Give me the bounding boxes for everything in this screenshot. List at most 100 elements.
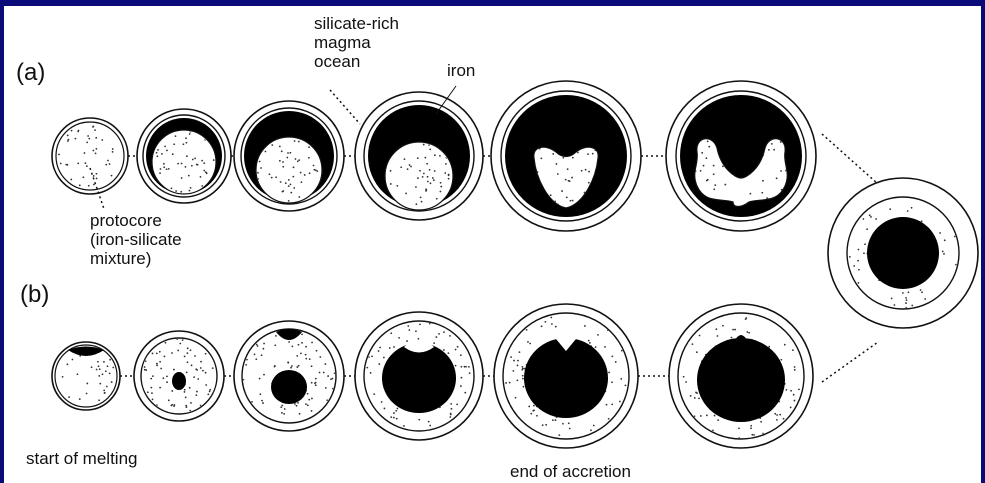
speckle-dot [405, 193, 407, 195]
speckle-dot [87, 135, 89, 137]
speckle-dot [144, 366, 146, 368]
speckle-dot [290, 152, 292, 154]
speckle-dot [189, 133, 191, 135]
speckle-dot [750, 425, 752, 427]
speckle-dot [390, 170, 392, 172]
speckle-dot [776, 414, 778, 416]
speckle-dot [180, 191, 182, 193]
speckle-dot [776, 177, 778, 179]
speckle-dot [423, 173, 425, 175]
speckle-dot [285, 182, 287, 184]
speckle-dot [907, 210, 909, 212]
speckle-dot [551, 323, 553, 325]
speckle-dot [297, 160, 299, 162]
speckle-dot [287, 152, 289, 154]
speckle-dot [597, 334, 599, 336]
speckle-dot [905, 297, 907, 299]
speckle-dot [557, 173, 559, 175]
speckle-dot [849, 256, 851, 258]
speckle-dot [308, 399, 310, 401]
speckle-dot [432, 177, 434, 179]
speckle-dot [512, 370, 514, 372]
speckle-dot [162, 377, 164, 379]
speckle-dot [323, 372, 325, 374]
speckle-dot [604, 346, 606, 348]
speckle-dot [99, 383, 101, 385]
speckle-dot [435, 336, 437, 338]
speckle-dot [156, 152, 158, 154]
speckle-dot [584, 325, 586, 327]
speckle-dot [773, 149, 775, 151]
speckle-dot [281, 412, 283, 414]
speckle-dot [700, 415, 702, 417]
speckle-dot [164, 145, 166, 147]
speckle-dot [707, 179, 709, 181]
speckle-dot [193, 376, 195, 378]
speckle-dot [197, 378, 199, 380]
iron-core [867, 217, 939, 289]
speckle-dot [562, 157, 564, 159]
speckle-dot [713, 173, 715, 175]
speckle-dot [615, 361, 617, 363]
speckle-dot [205, 372, 207, 374]
speckle-dot [152, 375, 154, 377]
speckle-dot [58, 154, 60, 156]
speckle-dot [173, 143, 175, 145]
speckle-dot [611, 403, 613, 405]
speckle-dot [279, 146, 281, 148]
speckle-dot [168, 399, 170, 401]
a-stage-1 [52, 118, 128, 194]
a-stage-6 [666, 81, 816, 231]
speckle-dot [77, 163, 79, 165]
speckle-dot [419, 170, 421, 172]
speckle-dot [566, 197, 568, 199]
speckle-dot [109, 163, 111, 165]
speckle-dot [456, 403, 458, 405]
speckle-dot [107, 160, 109, 162]
speckle-dot [156, 353, 158, 355]
speckle-dot [750, 427, 752, 429]
speckle-dot [393, 346, 395, 348]
speckle-dot [448, 178, 450, 180]
diagram-panel: (a) (b) silicate-rich magma ocean iron p… [4, 6, 981, 483]
speckle-dot [794, 366, 796, 368]
speckle-dot [911, 305, 913, 307]
speckle-dot [205, 384, 207, 386]
speckle-dot [84, 152, 86, 154]
speckle-dot [101, 139, 103, 141]
speckle-dot [284, 408, 286, 410]
speckle-dot [920, 289, 922, 291]
speckle-dot [66, 164, 68, 166]
speckle-dot [97, 361, 99, 363]
speckle-dot [71, 130, 73, 132]
panel-a-label: (a) [16, 60, 45, 86]
speckle-dot [325, 387, 327, 389]
speckle-dot [166, 375, 168, 377]
speckle-dot [189, 387, 191, 389]
a-stage-2 [137, 109, 231, 203]
speckle-dot [533, 405, 535, 407]
speckle-dot [152, 398, 154, 400]
speckle-dot [175, 190, 177, 192]
speckle-dot [544, 321, 546, 323]
speckle-dot [327, 375, 329, 377]
speckle-dot [517, 365, 519, 367]
iron-label: iron [447, 61, 475, 80]
speckle-dot [156, 155, 158, 157]
speckle-dot [163, 163, 165, 165]
speckle-dot [550, 317, 552, 319]
speckle-dot [171, 404, 173, 406]
speckle-dot [429, 148, 431, 150]
speckle-dot [103, 361, 105, 363]
speckle-dot [315, 169, 317, 171]
speckle-dot [257, 172, 259, 174]
speckle-dot [150, 378, 152, 380]
speckle-dot [395, 410, 397, 412]
speckle-dot [415, 186, 417, 188]
speckle-dot [436, 198, 438, 200]
speckle-dot [606, 404, 608, 406]
speckle-dot [246, 359, 248, 361]
speckle-dot [581, 170, 583, 172]
speckle-dot [875, 218, 877, 220]
speckle-dot [315, 378, 317, 380]
